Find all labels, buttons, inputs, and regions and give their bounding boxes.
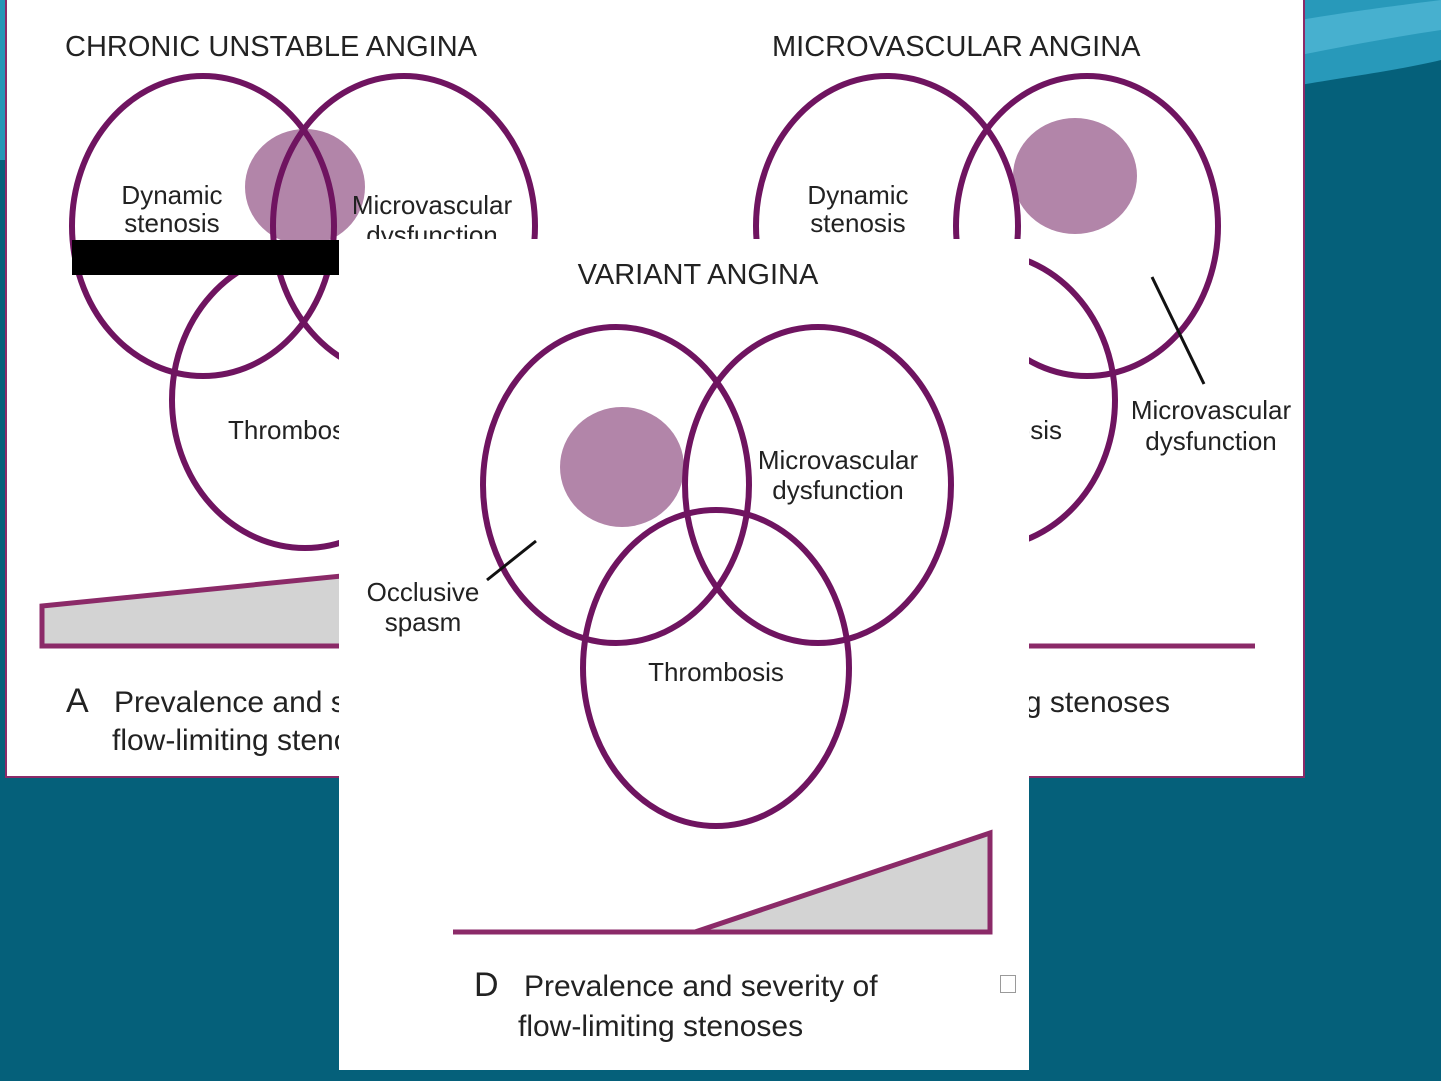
front-panel-diagram: VARIANT ANGINA Microvascular dysfunction… (367, 259, 993, 1043)
panel-b-label-dynamic-2: stenosis (810, 208, 905, 238)
panel-d-label-micro-2: dysfunction (772, 475, 904, 505)
panel-d-label-micro-1: Microvascular (758, 445, 919, 475)
panel-a-label-dynamic-1: Dynamic (121, 180, 222, 210)
checkbox[interactable] (1000, 975, 1016, 993)
panel-b-pointer-line (1150, 276, 1206, 385)
panel-d-letter: D (474, 966, 499, 1004)
panel-d-caption-1: Prevalence and severity of (524, 970, 878, 1003)
panel-d-circle-microvascular (682, 324, 954, 646)
panel-a-label-micro-1: Microvascular (352, 190, 513, 220)
panel-a-title: CHRONIC UNSTABLE ANGINA (65, 31, 478, 63)
panel-a-letter: A (66, 682, 89, 720)
panel-b-highlight (1013, 118, 1137, 234)
front-panel: VARIANT ANGINA Microvascular dysfunction… (339, 239, 1029, 1070)
panel-b-label-micro-1: Microvascular (1131, 395, 1292, 425)
panel-d-title: VARIANT ANGINA (578, 259, 819, 291)
panel-d-label-occlusive-1: Occlusive (367, 577, 480, 607)
panel-a-highlight (245, 129, 365, 245)
panel-b-label-dynamic-1: Dynamic (807, 180, 908, 210)
panel-a-label-dynamic-2: stenosis (124, 208, 219, 238)
redaction-bar (72, 240, 339, 275)
panel-d: VARIANT ANGINA Microvascular dysfunction… (367, 259, 993, 1043)
panel-b-label-micro-2: dysfunction (1145, 426, 1277, 456)
panel-a-circle-dynamic-stenosis (69, 73, 337, 379)
panel-d-caption-2: flow-limiting stenoses (518, 1010, 803, 1043)
panel-d-severity-wedge (694, 829, 993, 935)
panel-d-label-occlusive-2: spasm (385, 607, 462, 637)
panel-d-pointer-line (486, 539, 537, 582)
panel-b-circle-microvascular (953, 73, 1221, 379)
panel-d-circle-thrombosis (580, 507, 852, 829)
panel-d-circle-occlusive-spasm (480, 324, 752, 646)
panel-d-label-thrombosis: Thrombosis (648, 657, 784, 687)
panel-b-title: MICROVASCULAR ANGINA (772, 31, 1141, 63)
panel-d-highlight (560, 407, 684, 527)
